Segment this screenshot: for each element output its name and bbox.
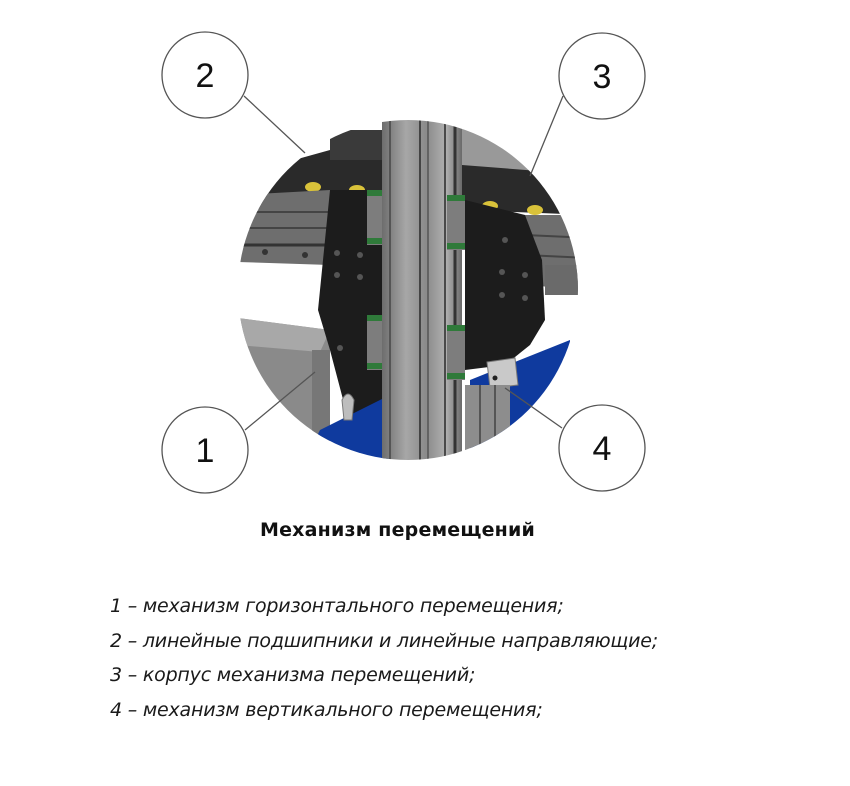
svg-text:3: 3 <box>593 58 612 96</box>
leader-line-1 <box>244 371 316 431</box>
callout-4: 4 <box>558 404 646 492</box>
figure-caption: Механизм перемещений <box>259 519 536 541</box>
housing-lower-left <box>238 318 330 460</box>
mechanism-detail-figure: 2 3 1 4 <box>161 31 646 494</box>
legend-item: 4 – механизм вертикального перемещения; <box>110 698 543 721</box>
legend-item: 2 – линейные подшипники и линейные напра… <box>110 629 658 652</box>
leader-lines <box>243 95 564 431</box>
legend-item: 1 – механизм горизонтального перемещения… <box>110 595 564 617</box>
svg-text:1: 1 <box>196 432 215 470</box>
callout-2: 2 <box>161 31 249 119</box>
horizontal-carriage-left <box>318 190 383 445</box>
legend-list: 1 – механизм горизонтального перемещения… <box>110 589 658 727</box>
svg-text:2: 2 <box>196 57 215 95</box>
mechanism-housing-right <box>447 195 545 460</box>
leader-line-3 <box>529 95 564 177</box>
leader-line-2 <box>243 95 306 154</box>
callout-3: 3 <box>558 32 646 120</box>
callout-1: 1 <box>161 406 249 494</box>
detail-view <box>238 120 578 460</box>
leader-line-4 <box>504 387 563 429</box>
svg-text:4: 4 <box>593 430 612 468</box>
legend-item: 3 – корпус механизма перемещений; <box>110 664 476 686</box>
vertical-profile <box>382 120 462 460</box>
